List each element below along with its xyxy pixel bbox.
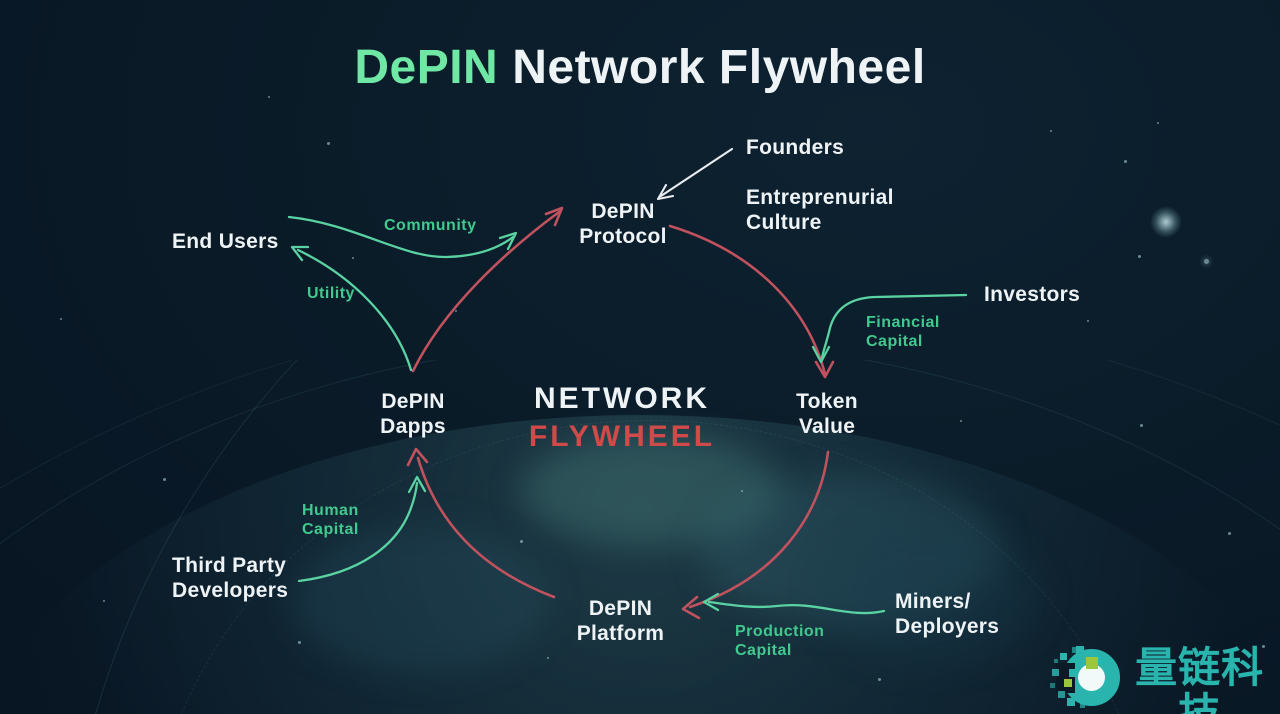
star [741,490,743,492]
star [1140,424,1143,427]
star [298,641,301,644]
star [1138,255,1141,258]
arrow-platform-to-dapps [406,447,556,599]
star [960,420,962,422]
actor-founders: Founders [746,136,845,159]
actor-third-party-developers: Third Party Developers [172,554,289,602]
logo-pixel [1072,647,1078,653]
flow-label-human-capital: Human Capital [302,502,359,538]
node-depin-dapps: DePIN Dapps [380,390,446,438]
actor-miners-deployers: Miners/ Deployers [895,590,1000,638]
star [1262,645,1265,648]
flow-label-financial-capital: Financial Capital [866,314,940,350]
arrow-dapps-to-endusers-utility [290,245,413,372]
star [1124,160,1127,163]
star [547,657,549,659]
actor-end-users: End Users [172,230,279,253]
actor-entreprenurial-culture: Entreprenurial Culture [746,186,894,234]
star [327,142,330,145]
node-token-value: Token Value [796,390,858,438]
logo-pixel [1060,653,1067,660]
logo-pixel [1064,679,1072,687]
star [60,318,62,320]
logo-pixel [1067,698,1075,706]
logo-pixel [1069,669,1077,677]
arrow-miners-to-platform-production [702,592,886,615]
star [1087,320,1089,322]
logo-pixel [1076,646,1084,654]
node-depin-protocol: DePIN Protocol [579,200,667,248]
star [520,540,523,543]
arrow-developers-to-dapps-human [297,475,427,583]
title-highlight: DePIN [354,41,499,94]
flow-label-production-capital: Production Capital [735,623,825,659]
arrow-founders-to-protocol [656,147,734,201]
logo-pixel [1086,657,1098,669]
arrow-endusers-to-protocol-community [287,215,518,259]
node-depin-platform: DePIN Platform [576,597,665,645]
star [163,478,166,481]
actor-investors: Investors [984,283,1081,306]
orbit-arcs [0,360,1280,714]
logo-pixel [1050,683,1055,688]
flow-label-utility: Utility [307,285,355,302]
star [352,257,354,259]
watermark-text: 量链科技 QFSP.NET [1119,645,1280,714]
star [1157,122,1159,124]
logo-pixel [1054,659,1058,663]
logo-gap [1056,663,1075,693]
qfsp-logo-icon [1050,645,1120,711]
star [1050,130,1052,132]
star-glow [1150,206,1182,238]
logo-pixel [1080,703,1085,708]
star [1228,532,1231,535]
logo-pixel [1058,691,1065,698]
star [878,678,881,681]
arrow-investors-to-token-financial [811,293,968,364]
flow-label-community: Community [384,217,477,234]
arrow-token-to-platform [681,450,830,620]
star [1204,259,1209,264]
center-label-flywheel: FLYWHEEL [528,420,716,453]
star [103,600,105,602]
star [268,96,270,98]
star [455,310,457,312]
title-rest: Network Flywheel [512,41,926,94]
arrow-dapps-to-protocol [411,206,564,373]
watermark-name: 量链科技 [1135,644,1265,714]
center-label-network: NETWORK [534,382,710,415]
watermark: 量链科技 QFSP.NET [1050,645,1280,714]
arrow-protocol-to-token [668,224,835,379]
logo-pixel [1052,669,1059,676]
logo-pixel [1078,692,1087,701]
